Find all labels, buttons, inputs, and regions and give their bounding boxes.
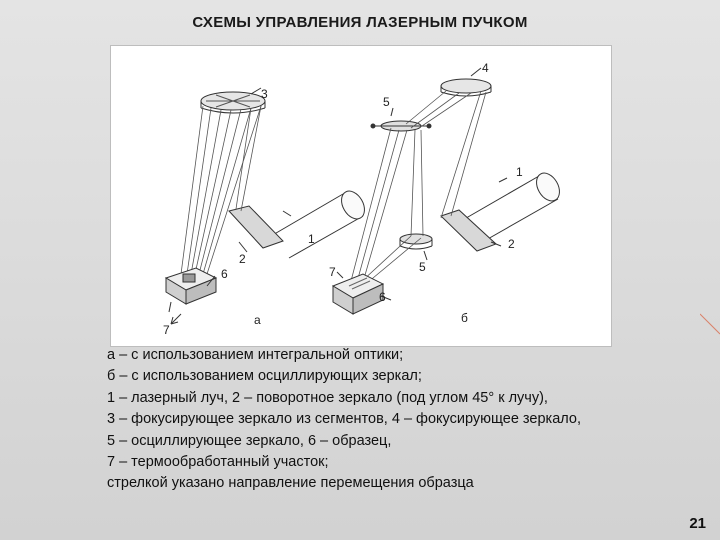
figure-caption: а – с использованием интегральной оптики… <box>107 345 707 495</box>
label-b-5-top: 5 <box>383 95 390 109</box>
oscillating-mirror-5-bottom <box>399 233 433 250</box>
decorative-slash <box>700 313 720 335</box>
caption-line: 3 – фокусирующее зеркало из сегментов, 4… <box>107 411 581 428</box>
caption-line: стрелкой указано направление перемещения… <box>107 475 474 492</box>
label-b-7: 7 <box>329 265 336 279</box>
focusing-mirror-4 <box>440 78 492 97</box>
label-b-4: 4 <box>482 61 489 75</box>
segmented-mirror-3 <box>200 91 266 114</box>
caption-line: 5 – осциллирующее зеркало, 6 – образец, <box>107 432 392 449</box>
laser-beam-tube-a <box>270 190 365 259</box>
label-scheme-b: б <box>461 311 468 325</box>
laser-beam-schemes-figure: 3 1 2 6 7 а 4 5 1 2 5 7 6 б <box>110 45 612 347</box>
label-a-6: 6 <box>221 267 228 281</box>
label-b-2: 2 <box>508 237 515 251</box>
label-a-7: 7 <box>163 323 170 337</box>
sample-a <box>164 267 218 305</box>
label-a-3: 3 <box>261 87 268 101</box>
label-b-1: 1 <box>516 165 523 179</box>
label-a-2: 2 <box>239 252 246 266</box>
label-b-5-bottom: 5 <box>419 260 426 274</box>
page-number: 21 <box>689 515 706 532</box>
laser-beam-tube-b <box>460 172 560 245</box>
feed-arrow-a <box>170 313 182 325</box>
schemes-drawing: 3 1 2 6 7 а 4 5 1 2 5 7 6 б <box>163 61 560 337</box>
sample-b <box>331 273 385 315</box>
caption-line: 1 – лазерный луч, 2 – поворотное зеркало… <box>107 389 548 406</box>
slide-title: СХЕМЫ УПРАВЛЕНИЯ ЛАЗЕРНЫМ ПУЧКОМ <box>192 14 528 31</box>
caption-line: б – с использованием осциллирующих зерка… <box>107 368 422 385</box>
turning-mirror-a <box>228 205 284 249</box>
label-a-1: 1 <box>308 232 315 246</box>
label-scheme-a: а <box>254 313 261 327</box>
caption-line: а – с использованием интегральной оптики… <box>107 347 404 363</box>
label-b-6: 6 <box>379 290 386 304</box>
caption-line: 7 – термообработанный участок; <box>107 454 329 471</box>
